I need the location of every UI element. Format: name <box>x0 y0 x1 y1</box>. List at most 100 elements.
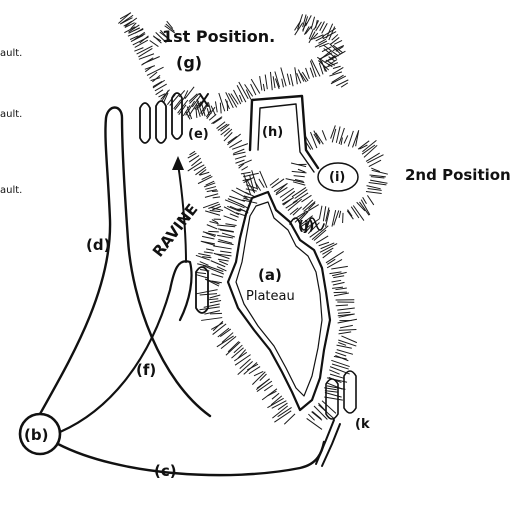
hatch-stroke <box>337 308 354 310</box>
label-d: (d) <box>86 236 110 254</box>
arrow-head <box>172 156 184 170</box>
hatch-stroke <box>333 282 345 285</box>
hatch-stroke <box>209 114 216 120</box>
hatch-stroke <box>335 352 346 356</box>
hatch-stroke <box>242 166 248 170</box>
hatch-stroke <box>320 206 322 218</box>
hatch-stroke <box>210 210 221 211</box>
hatch-stroke <box>205 187 216 190</box>
hatch-stroke <box>239 95 242 102</box>
label-h: (h) <box>262 125 283 140</box>
hatch-stroke <box>221 128 230 135</box>
label-i: (i) <box>329 170 345 185</box>
hatch-stroke <box>217 122 226 129</box>
hatch-stroke <box>273 76 275 88</box>
hatch-stroke <box>332 280 342 282</box>
hatch-stroke <box>329 272 341 274</box>
hatch-stroke <box>338 319 357 323</box>
hatch-stroke <box>336 80 348 86</box>
hatch-stroke <box>336 127 340 143</box>
hatch-stroke <box>260 374 267 381</box>
hatch-stroke <box>230 206 241 211</box>
hatch-stroke <box>204 252 213 253</box>
hatch-stroke <box>324 397 343 400</box>
hatch-stroke <box>205 194 218 198</box>
hatch-stroke <box>241 172 251 174</box>
hatch-stroke <box>338 312 350 313</box>
hatch-stroke <box>334 210 339 225</box>
hatch-stroke <box>202 236 214 239</box>
hatch-stroke <box>212 117 223 124</box>
label-a: (a) <box>258 266 282 284</box>
hatch-stroke <box>372 170 388 174</box>
label-second-position: 2nd Position <box>405 166 511 184</box>
hatch-stroke <box>337 345 352 348</box>
hatch-stroke <box>367 195 373 205</box>
hatch-stroke <box>188 153 197 158</box>
route-k <box>316 420 340 466</box>
hatch-stroke <box>219 261 228 265</box>
hatch-stroke <box>330 374 344 378</box>
hatch-stroke <box>220 251 231 253</box>
hatch-stroke <box>319 242 329 245</box>
hatch-stroke <box>224 216 237 221</box>
hatch-stroke <box>211 261 226 267</box>
hatch-stroke <box>196 275 207 278</box>
hatch-stroke <box>213 246 231 249</box>
hatch-stroke <box>270 179 279 186</box>
label-k: (k <box>355 417 370 432</box>
label-plateau: Plateau <box>246 289 295 304</box>
hatch-stroke <box>265 75 267 90</box>
label-g: (g) <box>176 53 202 72</box>
hatch-stroke <box>196 108 197 118</box>
hatch-stroke <box>334 293 349 296</box>
hatch-stroke <box>156 90 163 95</box>
hatch-stroke <box>314 230 326 241</box>
hatch-stroke <box>339 332 352 334</box>
margin-text-1: ault. <box>0 48 22 59</box>
hatch-stroke <box>141 58 153 65</box>
hatch-stroke <box>232 190 248 198</box>
hatch-stroke <box>332 287 343 288</box>
hatch-stroke <box>284 414 295 424</box>
hatch-stroke <box>280 188 294 197</box>
hatch-stroke <box>213 197 220 198</box>
label-j: (j) <box>298 219 314 234</box>
hatch-stroke <box>325 391 339 393</box>
hatch-stroke <box>331 266 348 269</box>
hatch-stroke <box>260 76 262 90</box>
hatch-stroke <box>153 81 162 86</box>
hatch-stroke <box>150 40 159 46</box>
hatch-stroke <box>270 72 272 90</box>
hatch-stroke <box>225 224 236 226</box>
hatch-stroke <box>246 189 257 191</box>
hatch-stroke <box>294 176 305 177</box>
label-e: (e) <box>188 127 209 142</box>
hatch-stroke <box>314 35 324 39</box>
margin-text-2: ault. <box>0 109 22 120</box>
hatch-stroke <box>210 313 222 314</box>
route-f-loop <box>196 267 208 313</box>
hatch-stroke <box>213 118 221 124</box>
hatch-stroke <box>235 156 246 159</box>
hatch-stroke <box>201 318 222 321</box>
hatch-stroke <box>249 367 260 374</box>
hatch-stroke <box>224 132 232 141</box>
hatch-stroke <box>332 129 336 142</box>
hatch-stroke <box>152 75 160 81</box>
hatch-stroke <box>235 355 250 366</box>
hatch-stroke <box>272 393 279 399</box>
hatch-stroke <box>238 160 251 166</box>
label-ravine: RAVINE <box>149 200 201 260</box>
hatch-stroke <box>224 129 232 136</box>
hatch-stroke <box>263 84 264 91</box>
hatch-stroke <box>347 211 353 219</box>
hatch-stroke <box>314 131 320 143</box>
hatch-stroke <box>334 292 347 293</box>
hatch-stroke <box>251 79 260 93</box>
trench-loops-e <box>140 93 182 143</box>
hatch-stroke <box>211 323 223 330</box>
hatch-stroke <box>344 135 348 143</box>
hatch-stroke <box>334 356 347 359</box>
